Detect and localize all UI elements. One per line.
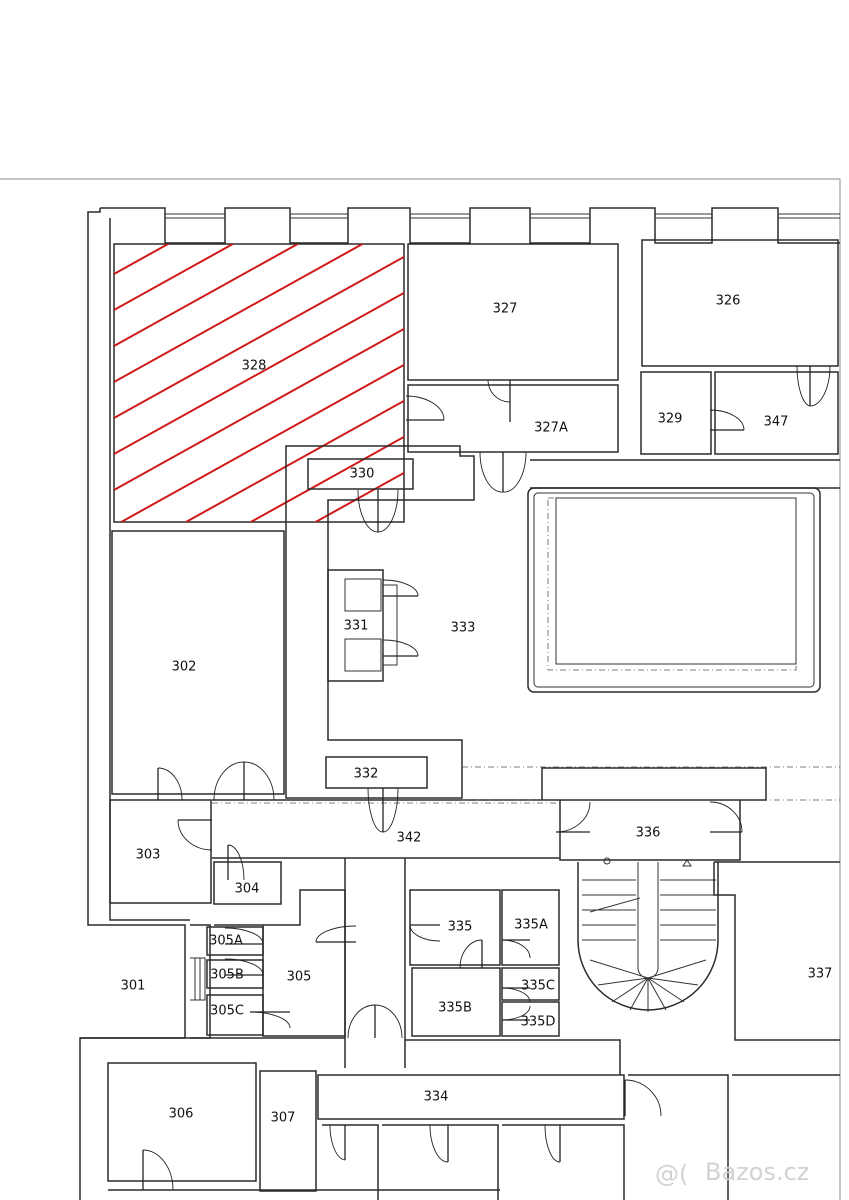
room-label-328: 328 xyxy=(242,359,267,374)
room-301[interactable]: 301 xyxy=(121,924,211,1039)
room-303[interactable]: 303 xyxy=(109,799,212,904)
room-331[interactable]: 331 xyxy=(327,569,398,682)
room-label-329: 329 xyxy=(658,412,683,427)
room-label-303: 303 xyxy=(136,848,161,863)
room-label-330: 330 xyxy=(350,467,375,482)
room-label-337: 337 xyxy=(808,967,833,982)
room-332[interactable]: 332 xyxy=(325,756,428,789)
room-335A[interactable]: 335A xyxy=(501,889,560,966)
room-304[interactable]: 304 xyxy=(213,861,282,905)
room-label-332: 332 xyxy=(354,767,379,782)
room-label-306: 306 xyxy=(169,1107,194,1122)
room-336[interactable]: 336 xyxy=(541,767,767,861)
room-label-305: 305 xyxy=(287,970,312,985)
room-327[interactable]: 327 xyxy=(407,243,619,381)
room-label-333: 333 xyxy=(451,621,476,636)
doors xyxy=(142,365,831,1191)
room-335C[interactable]: 335C xyxy=(501,967,560,1001)
room-334[interactable]: 334 xyxy=(317,1074,625,1120)
staircase xyxy=(577,857,719,1012)
room-337[interactable]: 337 xyxy=(713,861,840,1041)
room-label-327A: 327A xyxy=(534,421,568,436)
room-335B[interactable]: 335B xyxy=(411,967,501,1037)
room-label-302: 302 xyxy=(172,660,197,675)
room-302[interactable]: 302 xyxy=(111,530,285,795)
room-328-hatching xyxy=(114,244,404,522)
watermark: @( Bazos.cz xyxy=(655,1158,809,1188)
room-328[interactable]: 328 xyxy=(113,104,420,634)
room-label-301: 301 xyxy=(121,979,146,994)
room-342[interactable]: 342 xyxy=(212,766,840,859)
room-305C[interactable]: 305C xyxy=(206,994,264,1036)
room-347[interactable]: 347 xyxy=(714,371,839,455)
room-label-331: 331 xyxy=(344,619,369,634)
room-306[interactable]: 306 xyxy=(107,1062,257,1182)
courtyard xyxy=(527,487,821,693)
room-330[interactable]: 330 xyxy=(307,458,414,490)
room-label-336: 336 xyxy=(636,826,661,841)
room-label-335: 335 xyxy=(448,920,473,935)
room-label-304: 304 xyxy=(235,882,260,897)
room-333[interactable]: 333 xyxy=(285,445,476,799)
room-label-342: 342 xyxy=(397,831,422,846)
room-label-307: 307 xyxy=(271,1111,296,1126)
at-sign-logo-icon: @( xyxy=(655,1160,688,1188)
room-335D[interactable]: 335D xyxy=(501,1001,560,1037)
room-326[interactable]: 326 xyxy=(641,239,839,367)
watermark-text: Bazos.cz xyxy=(705,1158,809,1186)
room-305A[interactable]: 305A xyxy=(206,926,264,956)
room-305B[interactable]: 305B xyxy=(206,959,264,989)
room-327A[interactable]: 327A xyxy=(407,384,619,453)
room-335[interactable]: 335 xyxy=(409,889,501,966)
room-label-326: 326 xyxy=(716,294,741,309)
room-label-335B: 335B xyxy=(438,1001,472,1016)
room-329[interactable]: 329 xyxy=(640,371,712,455)
room-label-335A: 335A xyxy=(514,918,548,933)
room-label-334: 334 xyxy=(424,1090,449,1105)
room-label-335D: 335D xyxy=(521,1015,556,1030)
room-label-305C: 305C xyxy=(210,1004,244,1019)
outer-walls xyxy=(79,207,840,1200)
room-label-335C: 335C xyxy=(521,979,555,994)
room-label-347: 347 xyxy=(764,415,789,430)
room-label-305A: 305A xyxy=(209,934,243,949)
room-label-327: 327 xyxy=(493,302,518,317)
room-307[interactable]: 307 xyxy=(259,1070,317,1192)
